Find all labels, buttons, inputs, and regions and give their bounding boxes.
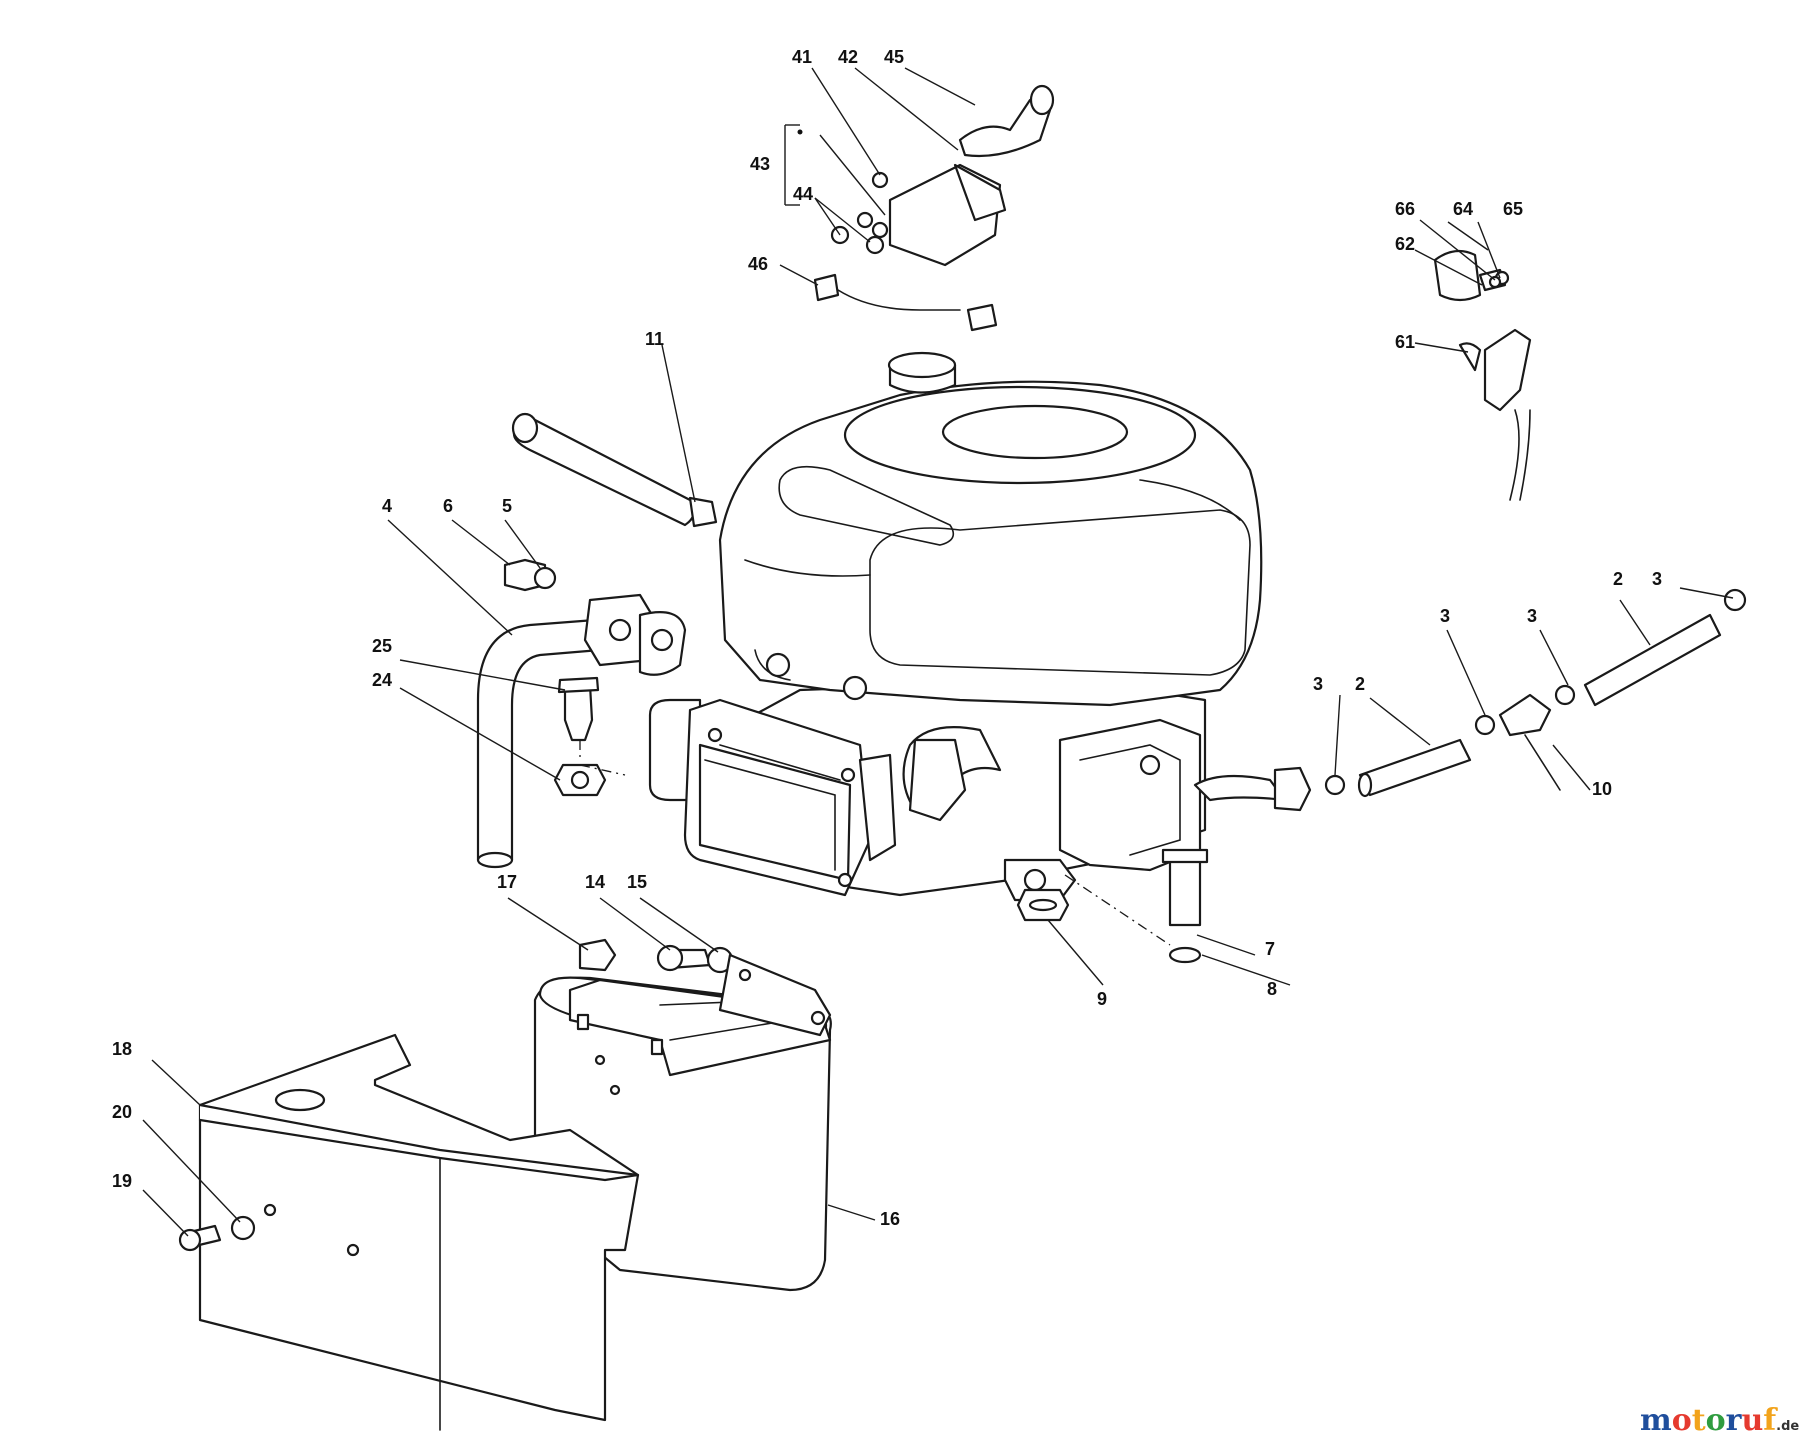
callout-45: 45 <box>884 47 904 67</box>
fuel-hose-right[interactable] <box>1193 588 1747 812</box>
callout-5: 5 <box>502 496 512 516</box>
callout-9: 9 <box>1097 989 1107 1009</box>
callout-46: 46 <box>748 254 768 274</box>
callout-3-left: 3 <box>1313 674 1323 694</box>
fuel-line-hose[interactable] <box>511 412 718 528</box>
callout-65: 65 <box>1503 199 1523 219</box>
hardware <box>503 558 1209 974</box>
callout-4: 4 <box>382 496 392 516</box>
callout-labels: 41 42 45 43 44 46 11 66 64 65 62 61 4 6 … <box>112 47 1662 1229</box>
wm-letter: o <box>1672 1403 1692 1438</box>
callout-42: 42 <box>838 47 858 67</box>
callout-8: 8 <box>1267 979 1277 999</box>
callout-66: 66 <box>1395 199 1415 219</box>
leader-lines <box>142 67 1734 1237</box>
wm-letter: r <box>1726 1403 1743 1438</box>
heat-shield[interactable] <box>178 1033 640 1431</box>
callout-44: 44 <box>793 184 813 204</box>
callout-7: 7 <box>1265 939 1275 959</box>
wm-letter: t <box>1692 1403 1706 1438</box>
callout-3-mid: 3 <box>1440 606 1450 626</box>
callout-3-far: 3 <box>1652 569 1662 589</box>
callout-18: 18 <box>112 1039 132 1059</box>
callout-41: 41 <box>792 47 812 67</box>
throttle-bracket[interactable] <box>1433 249 1532 501</box>
callout-61: 61 <box>1395 332 1415 352</box>
callout-64: 64 <box>1453 199 1473 219</box>
assembly-lines <box>579 740 1171 946</box>
callout-25: 25 <box>372 636 392 656</box>
wm-suffix: .de <box>1776 1419 1799 1434</box>
callout-6: 6 <box>443 496 453 516</box>
callout-24: 24 <box>372 670 392 690</box>
cylinder-cover[interactable] <box>683 698 897 897</box>
callout-3-right: 3 <box>1527 606 1537 626</box>
wm-letter: o <box>1706 1403 1726 1438</box>
callout-19: 19 <box>112 1171 132 1191</box>
wm-letter: m <box>1640 1403 1672 1438</box>
watermark-logo: motoruf.de <box>1640 1403 1799 1438</box>
callout-62: 62 <box>1395 234 1415 254</box>
callout-10: 10 <box>1592 779 1612 799</box>
callout-43: 43 <box>750 154 770 174</box>
callout-11: 11 <box>645 329 664 349</box>
callout-15: 15 <box>627 872 647 892</box>
callout-14: 14 <box>585 872 605 892</box>
callout-2-left: 2 <box>1355 674 1365 694</box>
choke-assembly[interactable] <box>813 84 1055 332</box>
svg-text:motoruf.de: motoruf.de <box>1640 1403 1799 1438</box>
callout-20: 20 <box>112 1102 132 1122</box>
wm-letter: u <box>1741 1403 1763 1438</box>
callout-17: 17 <box>497 872 517 892</box>
wm-letter: f <box>1763 1403 1778 1438</box>
callout-2-right: 2 <box>1613 569 1623 589</box>
callout-16: 16 <box>880 1209 900 1229</box>
